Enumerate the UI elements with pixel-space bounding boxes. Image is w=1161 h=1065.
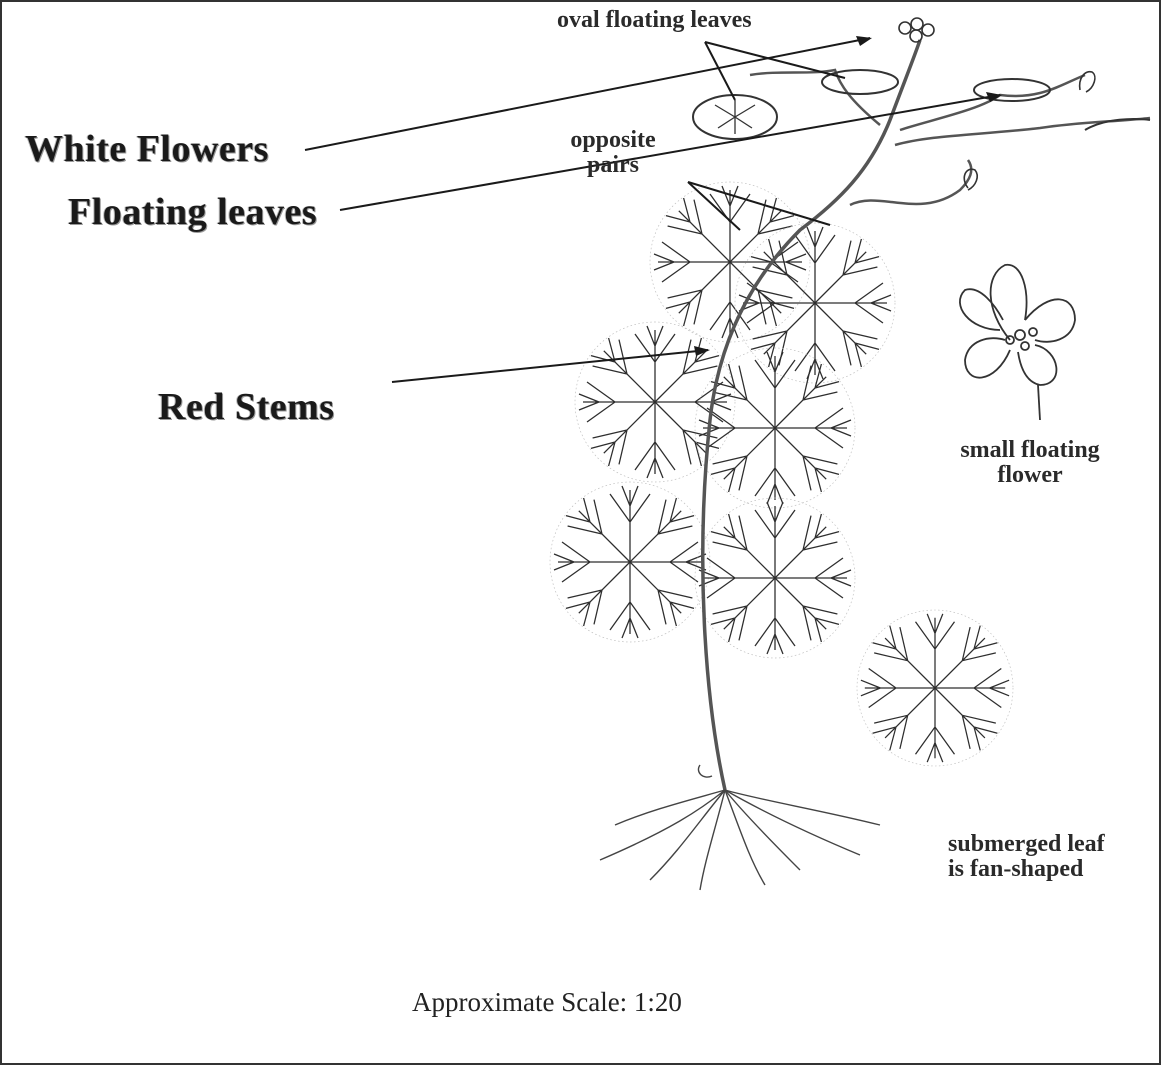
fan-leaf — [735, 223, 895, 383]
label-opposite-pairs: opposite pairs — [558, 128, 668, 178]
label-red-stems: Red Stems — [158, 388, 335, 428]
scale-text: Approximate Scale: 1:20 — [412, 988, 682, 1016]
floating-leaves-leader — [340, 95, 1000, 210]
label-oval-floating-leaves: oval floating leaves — [557, 8, 752, 33]
label-opposite-pairs-line2: pairs — [558, 153, 668, 178]
red-stems-leader — [392, 350, 708, 382]
small-floating-flower — [960, 265, 1075, 420]
label-submerged-leaf-line2: is fan-shaped — [948, 857, 1105, 882]
arrowheads — [694, 36, 1002, 356]
fan-leaf — [650, 182, 810, 342]
label-submerged-leaf: submerged leaf is fan-shaped — [948, 832, 1105, 882]
label-small-floating-flower-line2: flower — [935, 463, 1125, 488]
floating-leaf-veins — [715, 100, 755, 134]
floating-leaf-tip — [1085, 119, 1150, 130]
opposite-pairs-leader-2 — [688, 182, 830, 225]
oval-leaves-leader-1 — [705, 42, 735, 100]
fan-leaf — [550, 482, 710, 642]
label-white-flowers: White Flowers — [25, 130, 269, 170]
label-small-floating-flower: small floating flower — [935, 438, 1125, 488]
fan-leaf — [695, 498, 855, 658]
red-stem — [703, 40, 920, 790]
roots — [600, 765, 880, 890]
oval-floating-leaf — [822, 70, 898, 94]
label-floating-leaves: Floating leaves — [68, 193, 317, 233]
fan-leaf — [857, 610, 1013, 766]
leader-lines — [305, 38, 1000, 382]
label-small-floating-flower-line1: small floating — [935, 438, 1125, 463]
top-flower — [899, 18, 1095, 190]
label-opposite-pairs-line1: opposite — [558, 128, 668, 153]
label-submerged-leaf-line1: submerged leaf — [948, 832, 1105, 857]
